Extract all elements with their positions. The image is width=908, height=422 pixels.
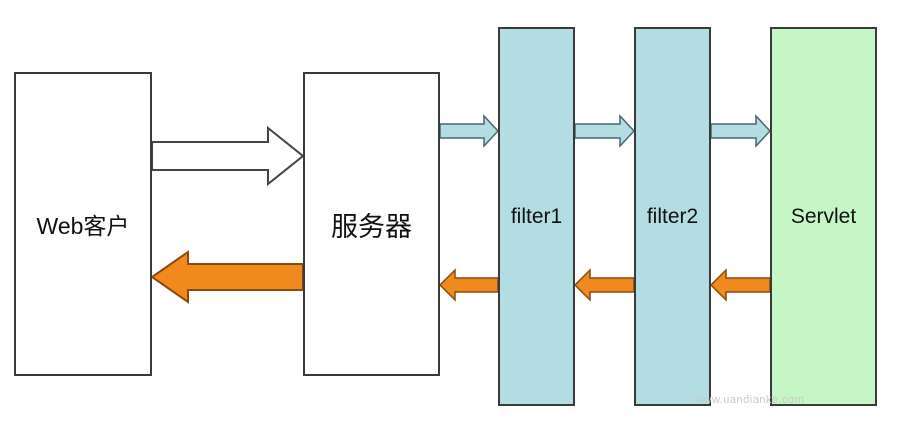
response-arrow-servlet-to-filter2 — [709, 268, 771, 302]
filter2-box: filter2 — [634, 27, 711, 406]
filter1-label: filter1 — [510, 204, 563, 228]
filter1-box: filter1 — [498, 27, 575, 406]
web-client-label: Web客户 — [36, 213, 130, 239]
server-label: 服务器 — [331, 211, 412, 242]
servlet-box: Servlet — [770, 27, 877, 406]
forward-arrow-filter1-to-filter2 — [574, 114, 636, 148]
request-arrow-client-to-server — [151, 125, 305, 187]
response-arrow-filter2-to-filter1 — [573, 268, 635, 302]
server-box: 服务器 — [303, 72, 440, 376]
servlet-label: Servlet — [790, 204, 857, 228]
response-arrow-server-to-client — [150, 250, 304, 304]
forward-arrow-filter2-to-servlet — [710, 114, 772, 148]
forward-arrow-server-to-filter1 — [439, 114, 500, 148]
filter2-label: filter2 — [646, 204, 699, 228]
web-client-box: Web客户 — [14, 72, 152, 376]
response-arrow-filter1-to-server — [438, 268, 499, 302]
watermark: www.uandianke.com — [695, 394, 805, 406]
